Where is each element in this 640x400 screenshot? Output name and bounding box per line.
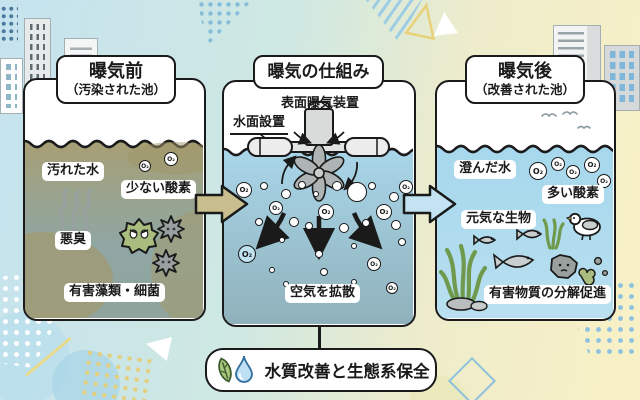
- flow-arrow-before-to-mechanism: [194, 184, 249, 224]
- o2-bubble: O₂: [367, 257, 381, 271]
- panel-aeration-mechanism: O₂ O₂ O₂ O₂ O₂ O₂ O₂ O₂ 表面曝気装置 水面設置 空気を拡散: [222, 80, 416, 327]
- air-bubble: [269, 267, 275, 273]
- small-plant-icon: [542, 218, 565, 250]
- surface-install-label: 水面設置: [230, 115, 289, 135]
- o2-bubble: O₂: [551, 157, 565, 171]
- o2-bubble: O₂: [376, 204, 392, 220]
- after-subtitle-text: （改善された池）: [474, 81, 575, 97]
- air-bubble: [305, 222, 313, 230]
- surface-aerator-label: 表面曝気装置: [281, 96, 360, 111]
- air-bubble: [260, 182, 268, 190]
- flying-birds-icon: [541, 111, 591, 130]
- diffuse-air-label: 空気を拡散: [285, 284, 361, 303]
- after-title-text: 曝気後: [498, 61, 552, 83]
- dot-pattern-top-middle: [197, 0, 253, 46]
- panel-before-aeration: O₂ O₂ 汚れた水 少ない酸素 悪臭 有害藻類・細菌: [23, 78, 206, 321]
- o2-bubble: O₂: [597, 174, 611, 188]
- air-bubble: [279, 237, 285, 243]
- o2-bubble: O₂: [238, 245, 256, 263]
- bacteria-icon: [157, 215, 185, 243]
- flow-arrow-mechanism-to-after: [402, 184, 457, 224]
- o2-bubble: O₂: [566, 165, 580, 179]
- air-bubble: [351, 243, 357, 249]
- waterfowl-icon: [565, 212, 601, 241]
- stink-lines-icon: [59, 188, 92, 234]
- connector-line: [318, 324, 321, 350]
- dirty-water-label: 汚れた水: [42, 162, 105, 181]
- clear-water-label: 澄んだ水: [454, 160, 517, 179]
- after-title: 曝気後 （改善された池）: [465, 55, 585, 104]
- air-bubble: [281, 189, 291, 199]
- air-bubble: [368, 182, 376, 190]
- o2-bubble: O₂: [236, 182, 252, 198]
- o2-bubble: O₂: [164, 152, 178, 166]
- leaf-and-drop-icon: [217, 355, 253, 383]
- algae-germ-icon: [119, 218, 159, 254]
- air-bubble: [332, 181, 342, 191]
- mechanism-title: 曝気の仕組み: [253, 55, 384, 89]
- o2-bubble: O₂: [399, 180, 413, 194]
- air-bubble: [398, 238, 406, 246]
- air-bubble: [255, 218, 263, 226]
- o2-bubble: O₂: [269, 201, 283, 215]
- air-bubble: [289, 217, 299, 227]
- air-bubble: [389, 192, 399, 202]
- before-title: 曝気前 （汚染された池）: [56, 55, 176, 104]
- footer-label: 水質改善と生態系保全: [264, 362, 430, 381]
- o2-bubble: O₂: [318, 204, 334, 220]
- low-oxygen-label: 少ない酸素: [121, 180, 197, 199]
- bacteria-icon: [152, 249, 180, 277]
- harmful-algae-label: 有害藻類・細菌: [64, 283, 166, 302]
- before-subtitle-text: （汚染された池）: [65, 81, 166, 97]
- o2-bubble: O₂: [584, 157, 600, 173]
- fish-icon: [473, 228, 543, 270]
- air-bubble: [339, 223, 349, 233]
- decomposing-waste-icon: [550, 254, 578, 279]
- algae-fragment-icon: [578, 267, 596, 286]
- o2-bubble: O₂: [529, 162, 547, 180]
- high-oxygen-label: 多い酸素: [542, 185, 605, 204]
- air-bubble: [362, 219, 370, 227]
- triangle-outline-decor: [404, 2, 436, 41]
- o2-bubble: O₂: [386, 282, 398, 294]
- seaweed-icon: [438, 243, 488, 305]
- odor-label: 悪臭: [55, 231, 92, 250]
- building-icon: [0, 58, 23, 114]
- air-bubble: [391, 220, 401, 230]
- dot-pattern-bottom-left-yellow: [79, 347, 157, 400]
- dot-pattern-top-left: [0, 5, 18, 41]
- air-bubble: [347, 182, 367, 202]
- before-title-text: 曝気前: [89, 61, 143, 83]
- o2-bubble: O₂: [139, 160, 151, 172]
- decompose-label: 有害物質の分解促進: [484, 285, 612, 304]
- air-bubble: [298, 181, 306, 189]
- bubble-layer: O₂ O₂: [25, 80, 204, 319]
- air-bubble: [315, 250, 323, 258]
- healthy-life-label: 元気な生物: [461, 210, 537, 229]
- mechanism-title-text: 曝気の仕組み: [267, 61, 370, 82]
- air-bubble: [320, 268, 328, 276]
- footer-result-box: 水質改善と生態系保全: [205, 348, 437, 392]
- air-bubble: [313, 191, 319, 197]
